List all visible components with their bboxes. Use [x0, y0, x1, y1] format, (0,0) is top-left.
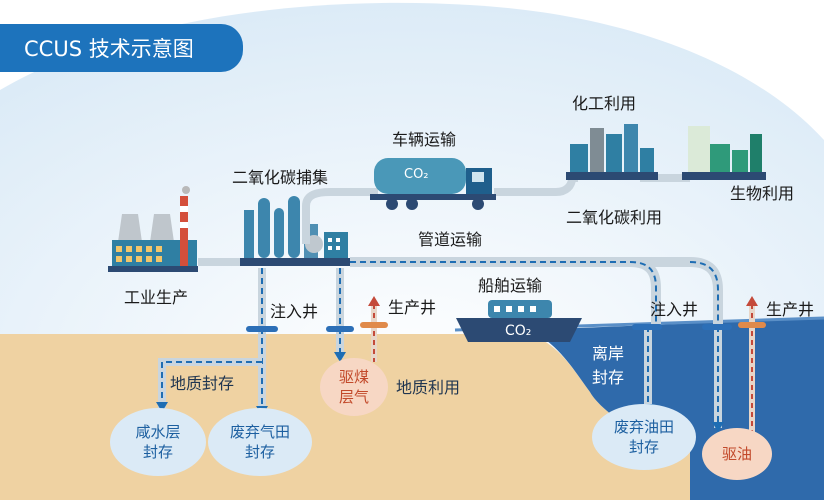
- bubble-oil-displacement-text: 驱油: [721, 444, 752, 463]
- coalbed-injection-well: [326, 268, 354, 362]
- bubble-gasfield-line1: 废弃气田: [229, 422, 290, 441]
- label-truck-co2: CO₂: [404, 167, 429, 182]
- bubble-oil-displacement: 驱油: [702, 428, 772, 480]
- label-offshore-line2: 封存: [592, 368, 625, 387]
- label-injection-well-onshore: 注入井: [270, 302, 319, 321]
- label-co2-utilization: 二氧化碳利用: [566, 208, 663, 227]
- offshore-production-well: [738, 296, 766, 432]
- bubble-saline-line2: 封存: [142, 443, 173, 461]
- label-pipeline-transport: 管道运输: [418, 230, 483, 249]
- onshore-injection-well: [156, 268, 278, 416]
- bio-plant-illustration: [682, 126, 766, 180]
- bubble-saline-storage: 咸水层 封存: [110, 408, 206, 476]
- co2-truck-illustration: [370, 158, 496, 210]
- bubble-coalbed-line1: 驱煤: [338, 367, 369, 386]
- label-biological-use: 生物利用: [730, 184, 795, 203]
- label-ship-co2: CO₂: [505, 323, 532, 339]
- label-production-well-offshore: 生产井: [766, 300, 815, 319]
- label-ship-transport: 船舶运输: [478, 276, 543, 295]
- ship-illustration: [456, 300, 582, 342]
- ground-strip-factory: [108, 266, 198, 272]
- ground-strip-capture: [238, 258, 350, 266]
- bubble-oilfield-storage: 废弃油田 封存: [592, 404, 696, 470]
- label-offshore-line1: 离岸: [592, 344, 625, 363]
- title-box: CCUS 技术示意图: [0, 24, 243, 72]
- factory-illustration: [112, 186, 197, 266]
- offshore-injection-well: [632, 324, 732, 432]
- bubble-saline-line1: 咸水层: [135, 422, 181, 441]
- label-geological-utilization: 地质利用: [396, 378, 461, 397]
- pipeline-flow: [350, 261, 719, 324]
- bubble-coalbed-line2: 层气: [338, 388, 369, 406]
- label-chemical-use: 化工利用: [572, 94, 637, 113]
- bubble-gasfield-storage: 废弃气田 封存: [208, 408, 312, 476]
- bubble-coalbed-methane: 驱煤 层气: [320, 358, 388, 416]
- pipe-capture-to-truck: [302, 188, 378, 244]
- label-injection-well-offshore: 注入井: [650, 300, 699, 319]
- bubble-oilfield-line1: 废弃油田: [613, 417, 674, 436]
- label-vehicle-transport: 车辆运输: [392, 130, 457, 149]
- label-geological-storage: 地质封存: [170, 374, 235, 393]
- label-industrial-production: 工业生产: [124, 288, 189, 307]
- label-co2-capture: 二氧化碳捕集: [232, 168, 329, 187]
- coalbed-production-well: [360, 296, 388, 362]
- chemical-plant-illustration: [566, 124, 658, 180]
- bubble-gasfield-line2: 封存: [244, 443, 275, 461]
- label-production-well-onshore: 生产井: [388, 298, 437, 317]
- diagram-title: CCUS 技术示意图: [24, 37, 194, 61]
- bubble-oilfield-line2: 封存: [628, 438, 659, 456]
